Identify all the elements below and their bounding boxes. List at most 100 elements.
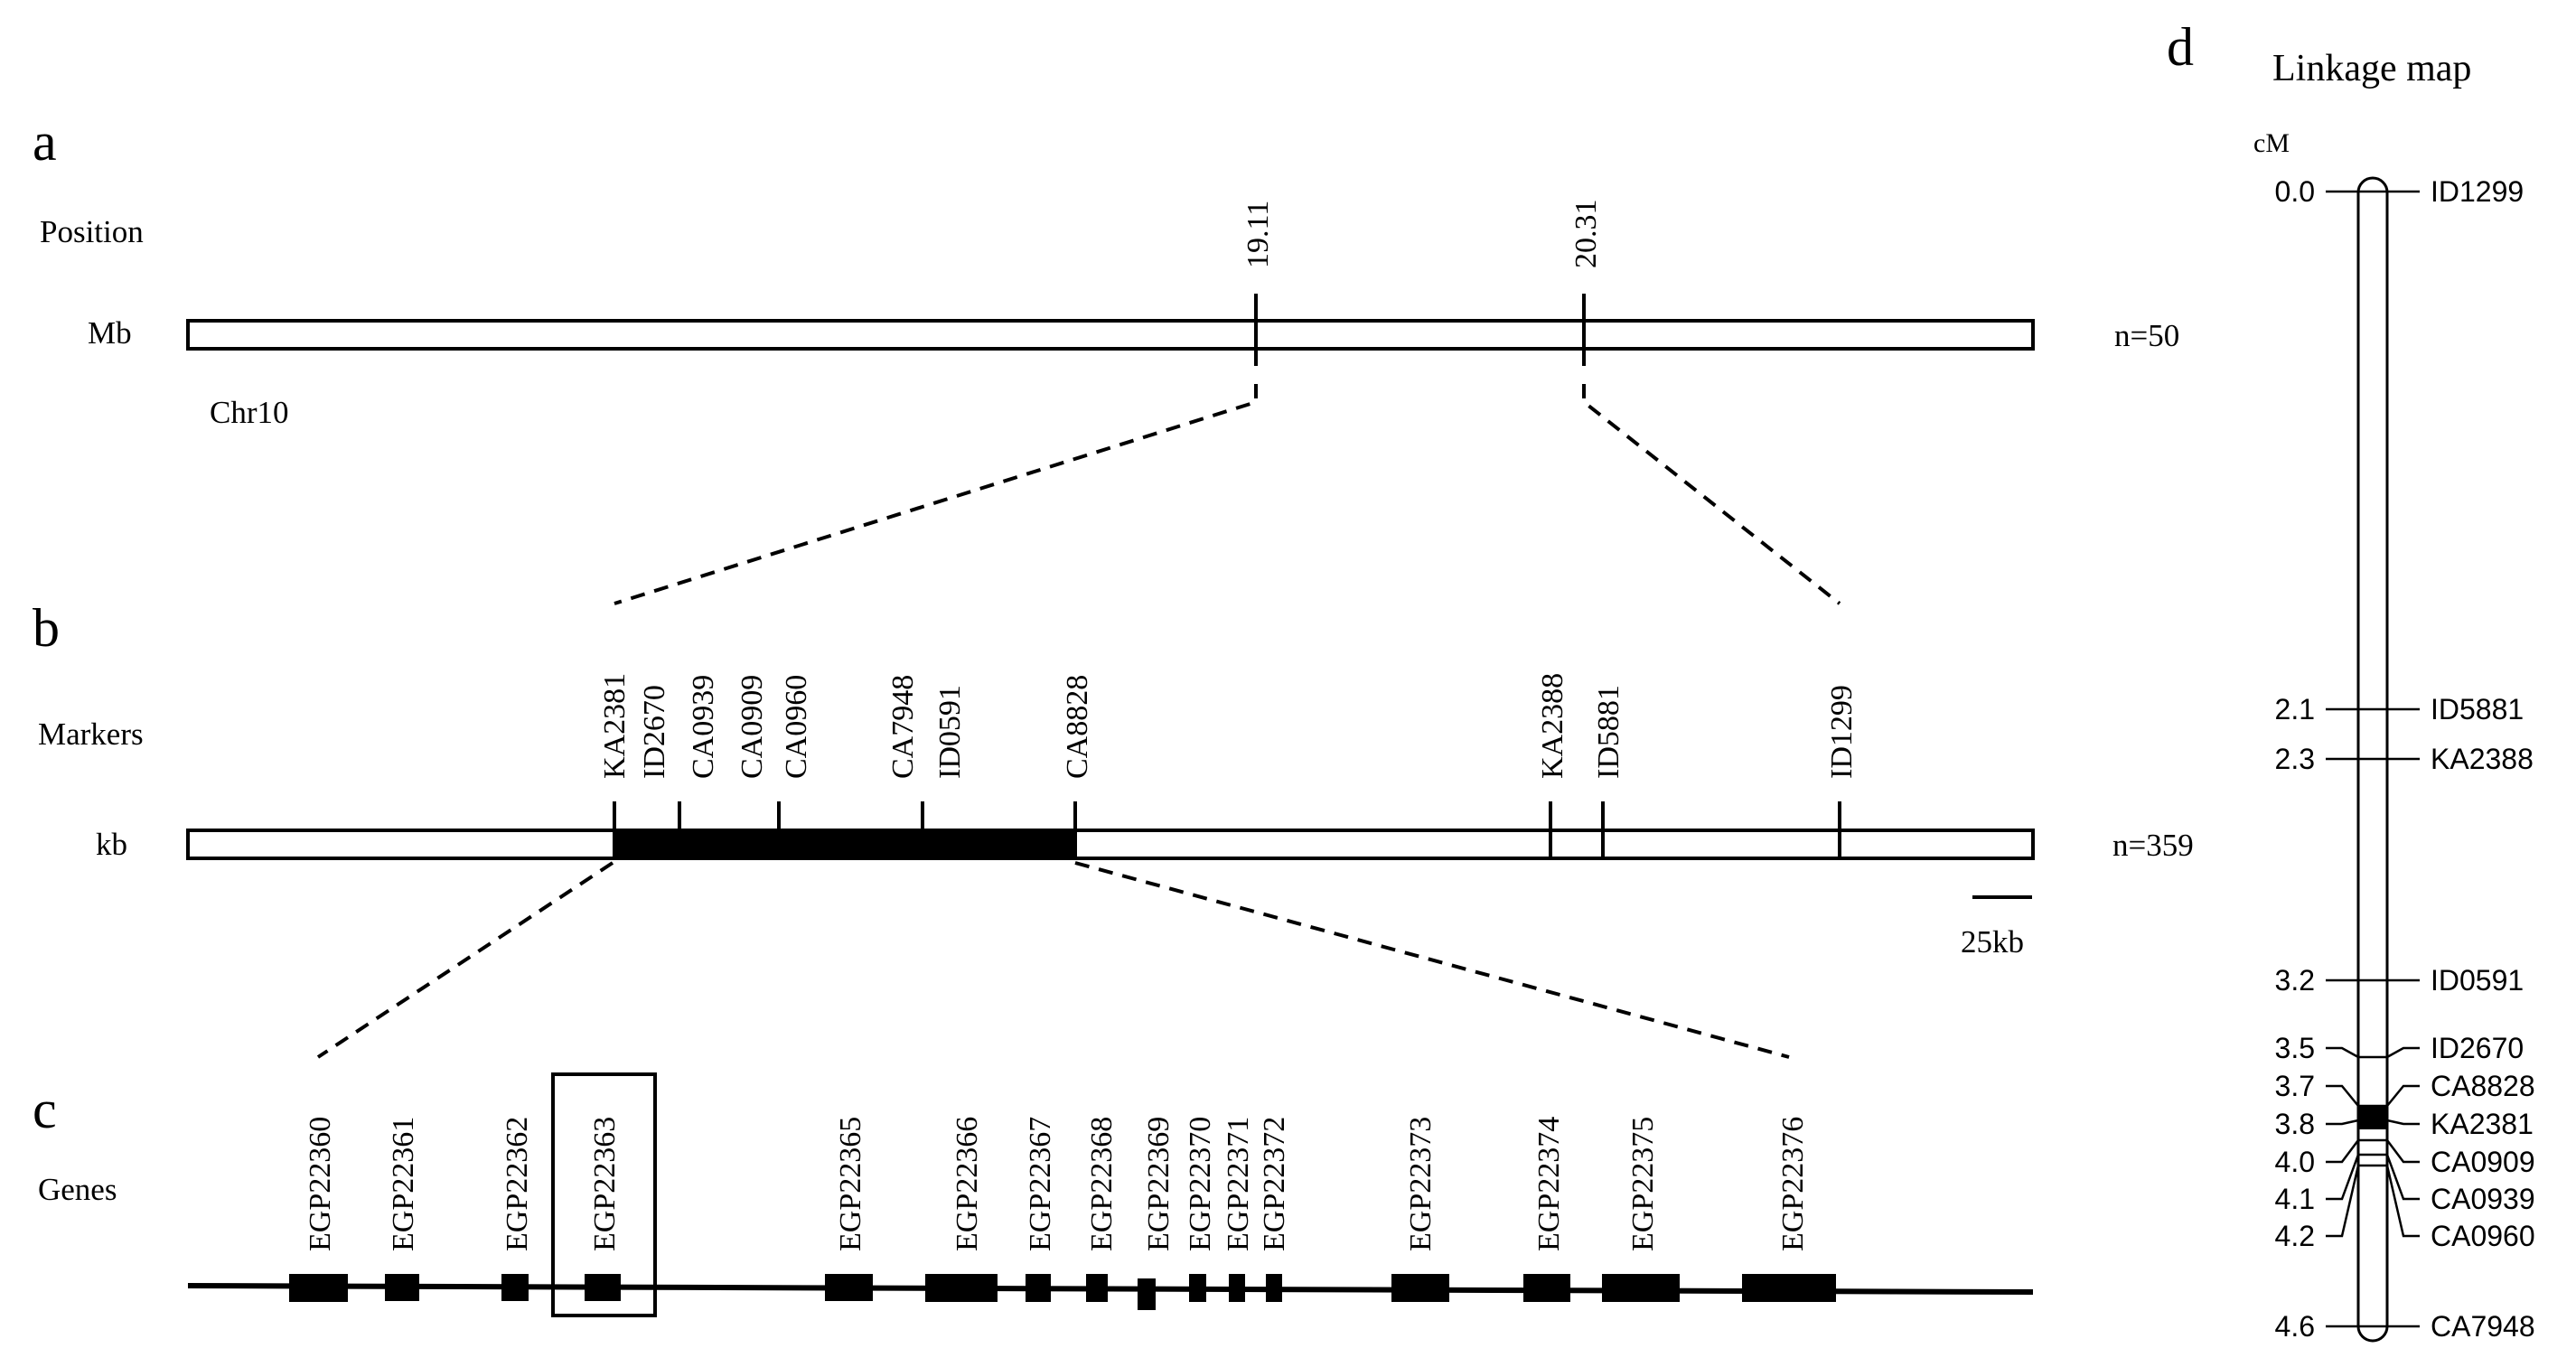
locus-marker-label: ID1299 [2431,175,2524,208]
chromosome-bar [186,319,2035,351]
gene-label-highlighted: EGP22363 [588,1117,622,1251]
locus-cm-label: 4.0 [2275,1146,2315,1178]
marker-label: CA0960 [780,675,813,779]
gene-block [1266,1274,1282,1302]
locus-connector-right [2385,1154,2420,1201]
position-row-label: Position [40,214,144,249]
position-label-20.31: 20.31 [1569,200,1603,269]
gene-labels: EGP22360 EGP22361 EGP22362 EGP22363 EGP2… [304,1117,1810,1251]
gene-label: EGP22376 [1776,1117,1810,1251]
panel-c: Genes EGP22360 EGP22361 EGP22362 EGP223 [38,1072,2034,1317]
locus-cm-label: 3.2 [2275,964,2315,997]
gene-block [1189,1274,1206,1302]
position-label-19.11: 19.11 [1241,201,1275,268]
panel-letter-a: a [33,112,57,172]
n-label-b: n=359 [2112,828,2194,863]
gene-block [1086,1274,1108,1302]
scale-bar-label: 25kb [1961,924,2024,960]
gene-backbone [187,1283,2034,1295]
gene-label: EGP22360 [304,1117,337,1251]
marker-label: ID5881 [1592,685,1625,779]
gene-block [1138,1278,1156,1310]
locus-marker-label: CA0939 [2431,1183,2535,1215]
fine-map-bar [186,829,2035,860]
gene-label: EGP22375 [1626,1117,1660,1251]
locus-marker-label: KA2388 [2431,743,2534,775]
gene-label: EGP22371 [1222,1117,1255,1251]
locus-cm-label: 3.5 [2275,1032,2315,1064]
gene-block [1391,1274,1449,1302]
gene-label: EGP22368 [1085,1117,1119,1251]
locus-cm-label: 4.2 [2275,1220,2315,1252]
marker-label: CA7948 [886,675,920,779]
locus-marker-label: CA0909 [2431,1146,2535,1178]
marker-label: CA8828 [1061,675,1094,779]
gene-block [585,1274,621,1301]
zoom-line-right-a [1582,384,1841,605]
gene-label: EGP22373 [1404,1117,1438,1251]
locus-cm-label: 3.7 [2275,1070,2315,1102]
panel-a: Position Mb Chr10 n=50 19.11 20.31 [40,200,2179,605]
marker-ticks [613,801,1841,858]
locus-connector-right [2386,1046,2420,1059]
panel-b: Markers kb n=359 KA2381 ID2670 CA0939 CA… [38,673,2194,1059]
locus-marker-label: CA7948 [2431,1310,2535,1343]
gene-block [1229,1274,1245,1302]
gene-label: EGP22365 [834,1117,867,1251]
zoom-line-right-b [1074,861,1790,1059]
gene-label: EGP22372 [1258,1117,1291,1251]
zoom-line-left-b [316,861,614,1059]
gene-block [825,1274,873,1301]
locus-connector-left [2326,1084,2359,1107]
locus-connector-left [2326,1046,2359,1059]
locus-connector-left [2326,1139,2359,1164]
linkage-qtl-block [2358,1106,2387,1129]
marker-labels: KA2381 ID2670 CA0939 CA0909 CA0960 CA794… [598,673,1859,779]
locus-cm-label: 0.0 [2275,175,2315,208]
marker-label: ID1299 [1825,685,1859,779]
kb-unit-label: kb [96,827,127,862]
locus-connector-right [2385,1165,2420,1238]
panel-letter-b: b [33,598,60,658]
locus-connector-right [2386,1119,2420,1126]
marker-label: KA2381 [598,673,632,779]
locus-marker-label: ID5881 [2431,693,2524,726]
locus-cm-label: 2.1 [2275,693,2315,726]
marker-label: ID2670 [638,685,671,779]
gene-block [1026,1274,1051,1302]
gene-block [385,1274,419,1301]
n-label-a: n=50 [2114,318,2179,353]
linkage-map-title: Linkage map [2272,48,2471,89]
gene-label: EGP22362 [501,1117,534,1251]
locus-connector-left [2326,1154,2360,1201]
gene-block [1602,1274,1680,1302]
candidate-region [613,830,1075,858]
marker-label: CA0909 [735,675,769,779]
gene-blocks [289,1274,1836,1310]
marker-label: KA2388 [1536,673,1569,779]
gene-block [1742,1274,1836,1302]
panel-letter-c: c [33,1080,57,1139]
cm-unit-label: cM [2253,128,2290,158]
locus-connector-right [2386,1139,2420,1164]
genes-row-label: Genes [38,1172,117,1207]
zoom-line-left-a [614,384,1258,605]
candidate-gene-box[interactable] [551,1072,657,1317]
locus-connector-right [2386,1084,2420,1107]
locus-marker-label: ID0591 [2431,964,2524,997]
locus-marker-label: KA2381 [2431,1108,2534,1140]
gene-label: EGP22374 [1532,1117,1566,1251]
locus-cm-label: 4.1 [2275,1183,2315,1215]
gene-block [501,1274,529,1301]
gene-label: EGP22361 [387,1117,420,1251]
panel-letter-d: d [2167,17,2194,77]
locus-connector-left [2326,1165,2360,1238]
gene-block [289,1274,348,1302]
locus-cm-label: 3.8 [2275,1108,2315,1140]
gene-block [925,1274,998,1302]
locus-cm-label: 2.3 [2275,743,2315,775]
gene-block [1523,1274,1570,1302]
